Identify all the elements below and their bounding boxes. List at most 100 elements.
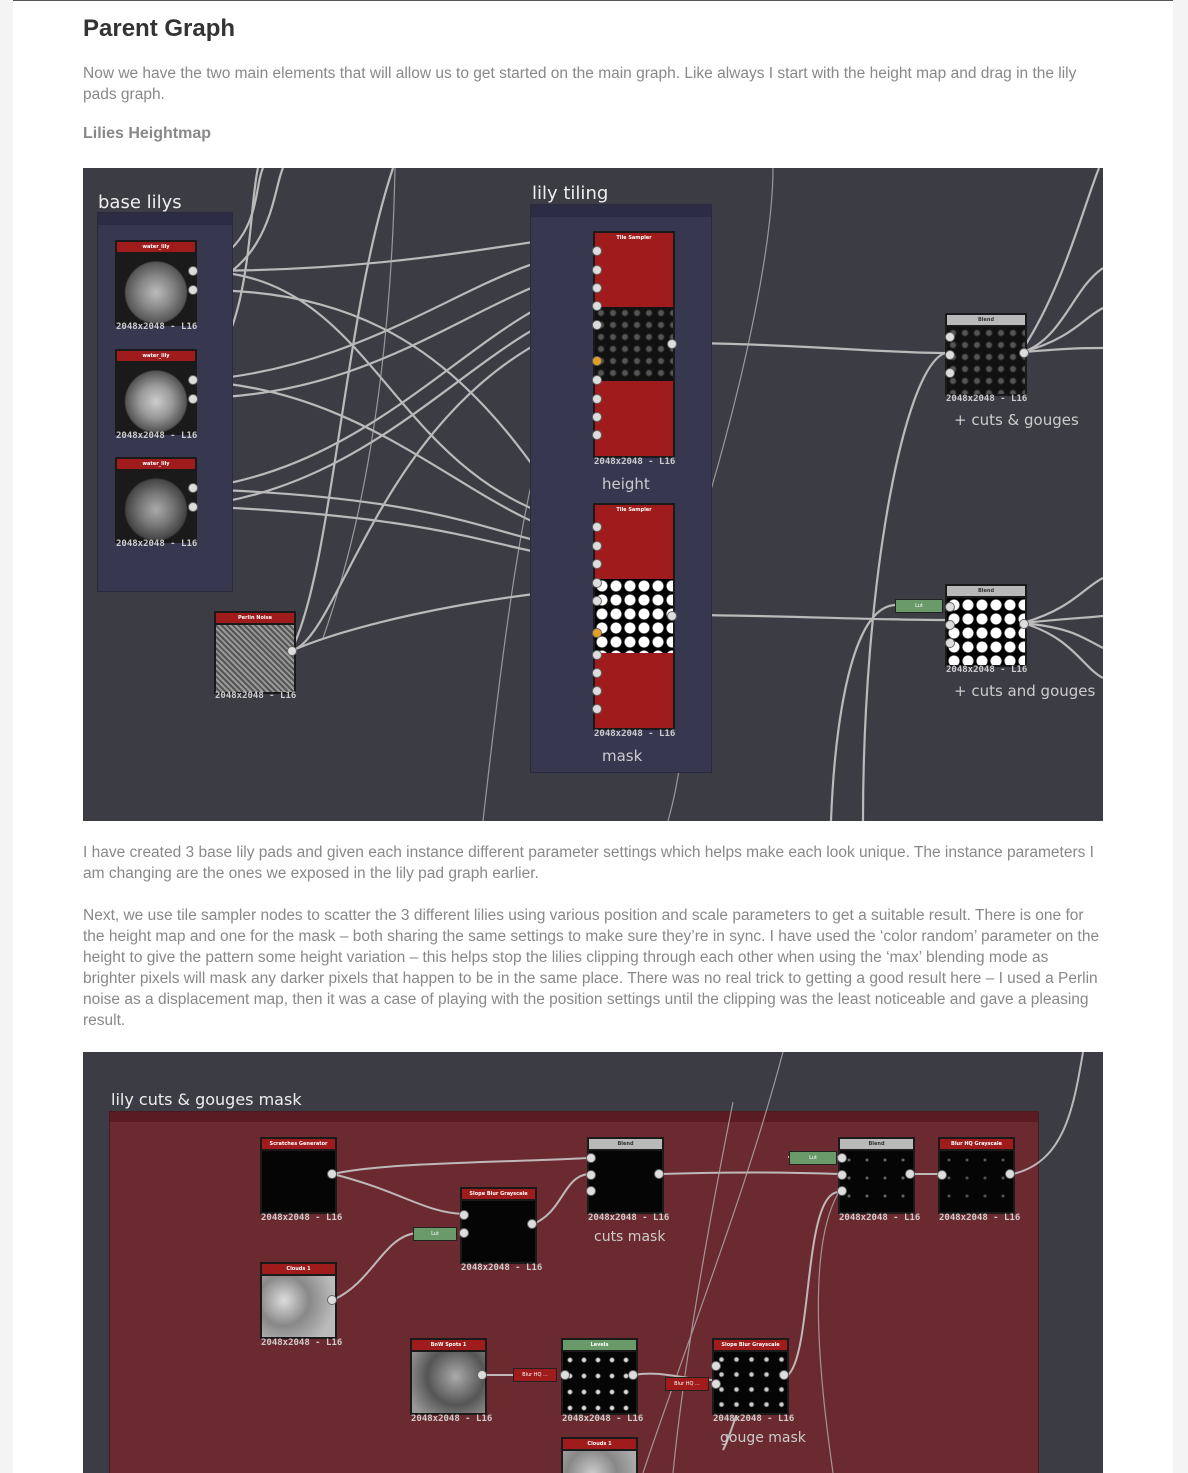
output-port[interactable] [327, 1295, 337, 1305]
lerp-node[interactable]: Lut [413, 1227, 457, 1241]
input-port[interactable] [586, 1153, 596, 1163]
input-port[interactable] [586, 1186, 596, 1196]
output-port[interactable] [287, 646, 297, 656]
input-port[interactable] [592, 522, 602, 532]
node-resolution: 2048x2048 - L16 [839, 1213, 921, 1223]
water-lily-node-2[interactable]: water_lily [115, 349, 197, 435]
slope-blur-gouge-node[interactable]: Slope Blur Grayscale [712, 1338, 789, 1415]
output-port[interactable] [188, 502, 198, 512]
lerp-node-2[interactable]: Lut [789, 1151, 837, 1165]
input-port[interactable] [837, 1153, 847, 1163]
input-port[interactable] [459, 1210, 469, 1220]
clouds-thumbnail [262, 1276, 335, 1337]
output-port[interactable] [527, 1219, 537, 1229]
node-title: water_lily [117, 242, 195, 252]
input-port[interactable] [592, 596, 602, 606]
height-caption: height [602, 475, 650, 493]
output-port[interactable] [188, 394, 198, 404]
node-title: Levels [563, 1340, 636, 1350]
output-port[interactable] [477, 1370, 487, 1380]
output-port[interactable] [327, 1169, 337, 1179]
clouds-node[interactable]: Clouds 1 [260, 1262, 337, 1339]
input-port[interactable] [592, 650, 602, 660]
blend-cuts-node[interactable]: Blend [587, 1137, 664, 1214]
output-port[interactable] [779, 1370, 789, 1380]
input-port[interactable] [945, 620, 955, 630]
input-port[interactable] [592, 356, 602, 366]
article-page: Parent Graph Now we have the two main el… [13, 0, 1173, 1473]
node-resolution: 2048x2048 - L16 [588, 1213, 670, 1223]
output-port[interactable] [188, 483, 198, 493]
input-port[interactable] [592, 559, 602, 569]
input-port[interactable] [586, 1170, 596, 1180]
blend-node-1[interactable]: Blend [945, 313, 1027, 396]
node-resolution: 2048x2048 - L16 [946, 665, 1028, 675]
input-port[interactable] [945, 332, 955, 342]
tile-sampler-mask-node[interactable]: Tile Sampler [593, 503, 675, 730]
input-port[interactable] [592, 246, 602, 256]
input-port[interactable] [592, 301, 602, 311]
node-title: Slope Blur Grayscale [462, 1189, 535, 1199]
input-port[interactable] [945, 602, 955, 612]
output-port[interactable] [188, 266, 198, 276]
input-port[interactable] [837, 1170, 847, 1180]
blend-thumbnail [840, 1151, 913, 1212]
input-port[interactable] [592, 283, 602, 293]
input-port[interactable] [592, 394, 602, 404]
paragraph-3: Next, we use tile sampler nodes to scatt… [83, 907, 1100, 1029]
slope-blur-node[interactable]: Slope Blur Grayscale [460, 1187, 537, 1264]
input-port[interactable] [592, 375, 602, 385]
input-port[interactable] [945, 368, 955, 378]
input-port[interactable] [711, 1379, 721, 1389]
output-port[interactable] [628, 1370, 638, 1380]
input-port[interactable] [592, 704, 602, 714]
perlin-noise-node[interactable]: Perlin Noise [214, 611, 296, 694]
blend-node[interactable]: Blend [838, 1137, 915, 1214]
input-port[interactable] [592, 265, 602, 275]
input-port[interactable] [592, 578, 602, 588]
output-port[interactable] [654, 1169, 664, 1179]
input-port[interactable] [459, 1228, 469, 1238]
levels-node[interactable]: Levels [561, 1338, 638, 1415]
input-port[interactable] [945, 350, 955, 360]
blend-node-2[interactable]: Blend [945, 584, 1027, 667]
output-port[interactable] [1019, 348, 1029, 358]
blur-hq-node-2[interactable]: Blur HQ ... [665, 1377, 709, 1391]
input-port[interactable] [560, 1370, 570, 1380]
blur-hq-grayscale-node[interactable]: Blur HQ Grayscale [938, 1137, 1015, 1214]
node-resolution: 2048x2048 - L16 [215, 691, 297, 701]
water-lily-node-3[interactable]: water_lily [115, 457, 197, 543]
output-port[interactable] [667, 339, 677, 349]
input-port[interactable] [945, 638, 955, 648]
lily-tiling-frame-title: lily tiling [532, 183, 609, 204]
water-lily-node-1[interactable]: water_lily [115, 240, 197, 326]
output-port[interactable] [1019, 619, 1029, 629]
spots-thumbnail [412, 1352, 485, 1413]
node-title: Blur HQ Grayscale [940, 1139, 1013, 1149]
mask-caption: mask [602, 747, 643, 765]
input-port[interactable] [837, 1186, 847, 1196]
input-port[interactable] [592, 686, 602, 696]
clouds-node-2[interactable]: Clouds 1 [561, 1437, 638, 1473]
input-port[interactable] [592, 668, 602, 678]
input-port[interactable] [937, 1170, 947, 1180]
input-port[interactable] [592, 412, 602, 422]
input-port[interactable] [592, 628, 602, 638]
output-port[interactable] [667, 611, 677, 621]
output-port[interactable] [188, 285, 198, 295]
input-port[interactable] [592, 430, 602, 440]
tile-sampler-height-node[interactable]: Tile Sampler [593, 231, 675, 458]
input-port[interactable] [711, 1361, 721, 1371]
input-port[interactable] [592, 320, 602, 330]
lerp-node[interactable]: Lut [895, 599, 943, 613]
node-resolution: 2048x2048 - L16 [261, 1338, 343, 1348]
bnw-spots-node[interactable]: BnW Spots 1 [410, 1338, 487, 1415]
input-port[interactable] [592, 541, 602, 551]
blend-thumbnail [589, 1151, 662, 1212]
output-port[interactable] [905, 1169, 915, 1179]
output-port[interactable] [188, 375, 198, 385]
scratches-generator-node[interactable]: Scratches Generator [260, 1137, 337, 1214]
scratches-thumbnail [262, 1151, 335, 1212]
output-port[interactable] [1005, 1169, 1015, 1179]
blur-hq-node[interactable]: Blur HQ ... [513, 1368, 557, 1382]
